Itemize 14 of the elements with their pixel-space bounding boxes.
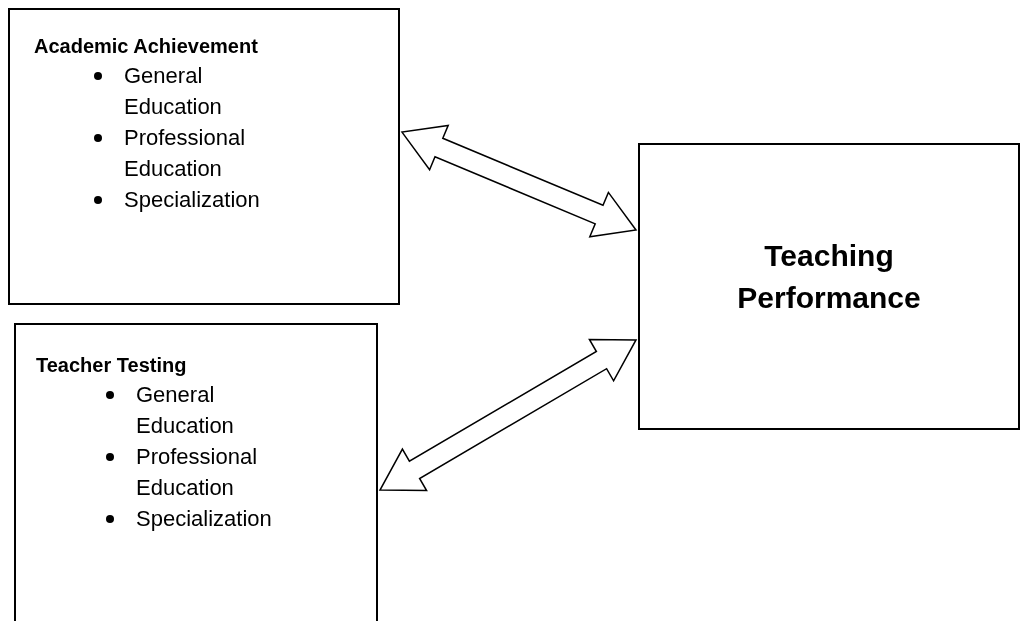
text-box <box>14 323 378 621</box>
text-box <box>638 143 1020 430</box>
list-item: Professional Education <box>136 443 259 502</box>
box-heading: Academic Achievement <box>34 34 258 59</box>
list-item: Specialization <box>136 505 273 533</box>
list-item: Specialization <box>124 186 261 214</box>
list-item: General Education <box>124 62 223 121</box>
list-item: General Education <box>136 381 235 440</box>
box-title: Teaching Performance <box>736 237 922 316</box>
list-item: Professional Education <box>124 124 247 183</box>
double-arrow <box>400 124 638 238</box>
box-heading: Teacher Testing <box>36 353 187 378</box>
text-box <box>8 8 400 305</box>
double-arrow <box>378 338 638 492</box>
